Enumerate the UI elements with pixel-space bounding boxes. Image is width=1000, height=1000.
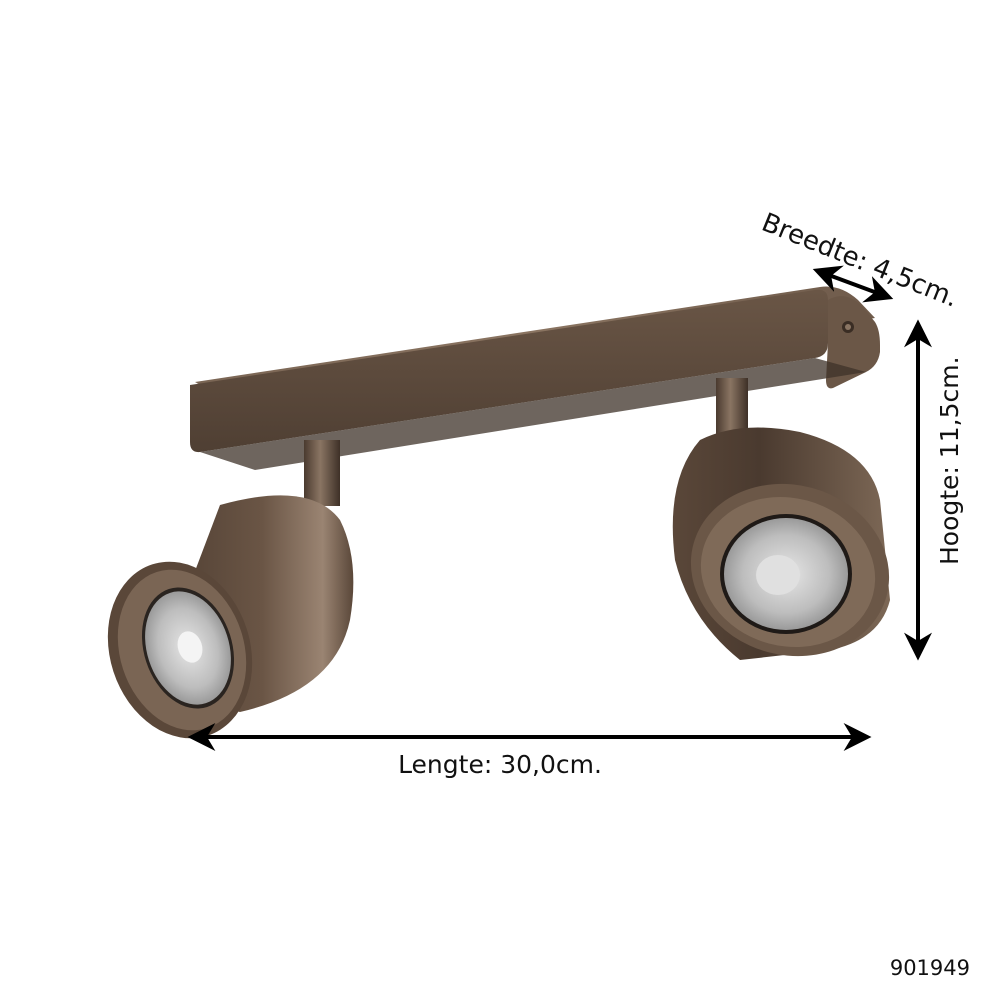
length-label: Lengte: 30,0cm. [398, 750, 602, 779]
product-code: 901949 [889, 956, 970, 980]
width-arrow-icon [812, 265, 894, 303]
length-dimension: Lengte: 30,0cm. [187, 723, 872, 779]
height-dimension: Hoogte: 11,5cm. [904, 319, 964, 661]
spotlight-right [672, 378, 890, 660]
height-label: Hoogte: 11,5cm. [935, 356, 964, 565]
spotlight-left [107, 440, 354, 739]
mounting-plate [190, 286, 880, 470]
